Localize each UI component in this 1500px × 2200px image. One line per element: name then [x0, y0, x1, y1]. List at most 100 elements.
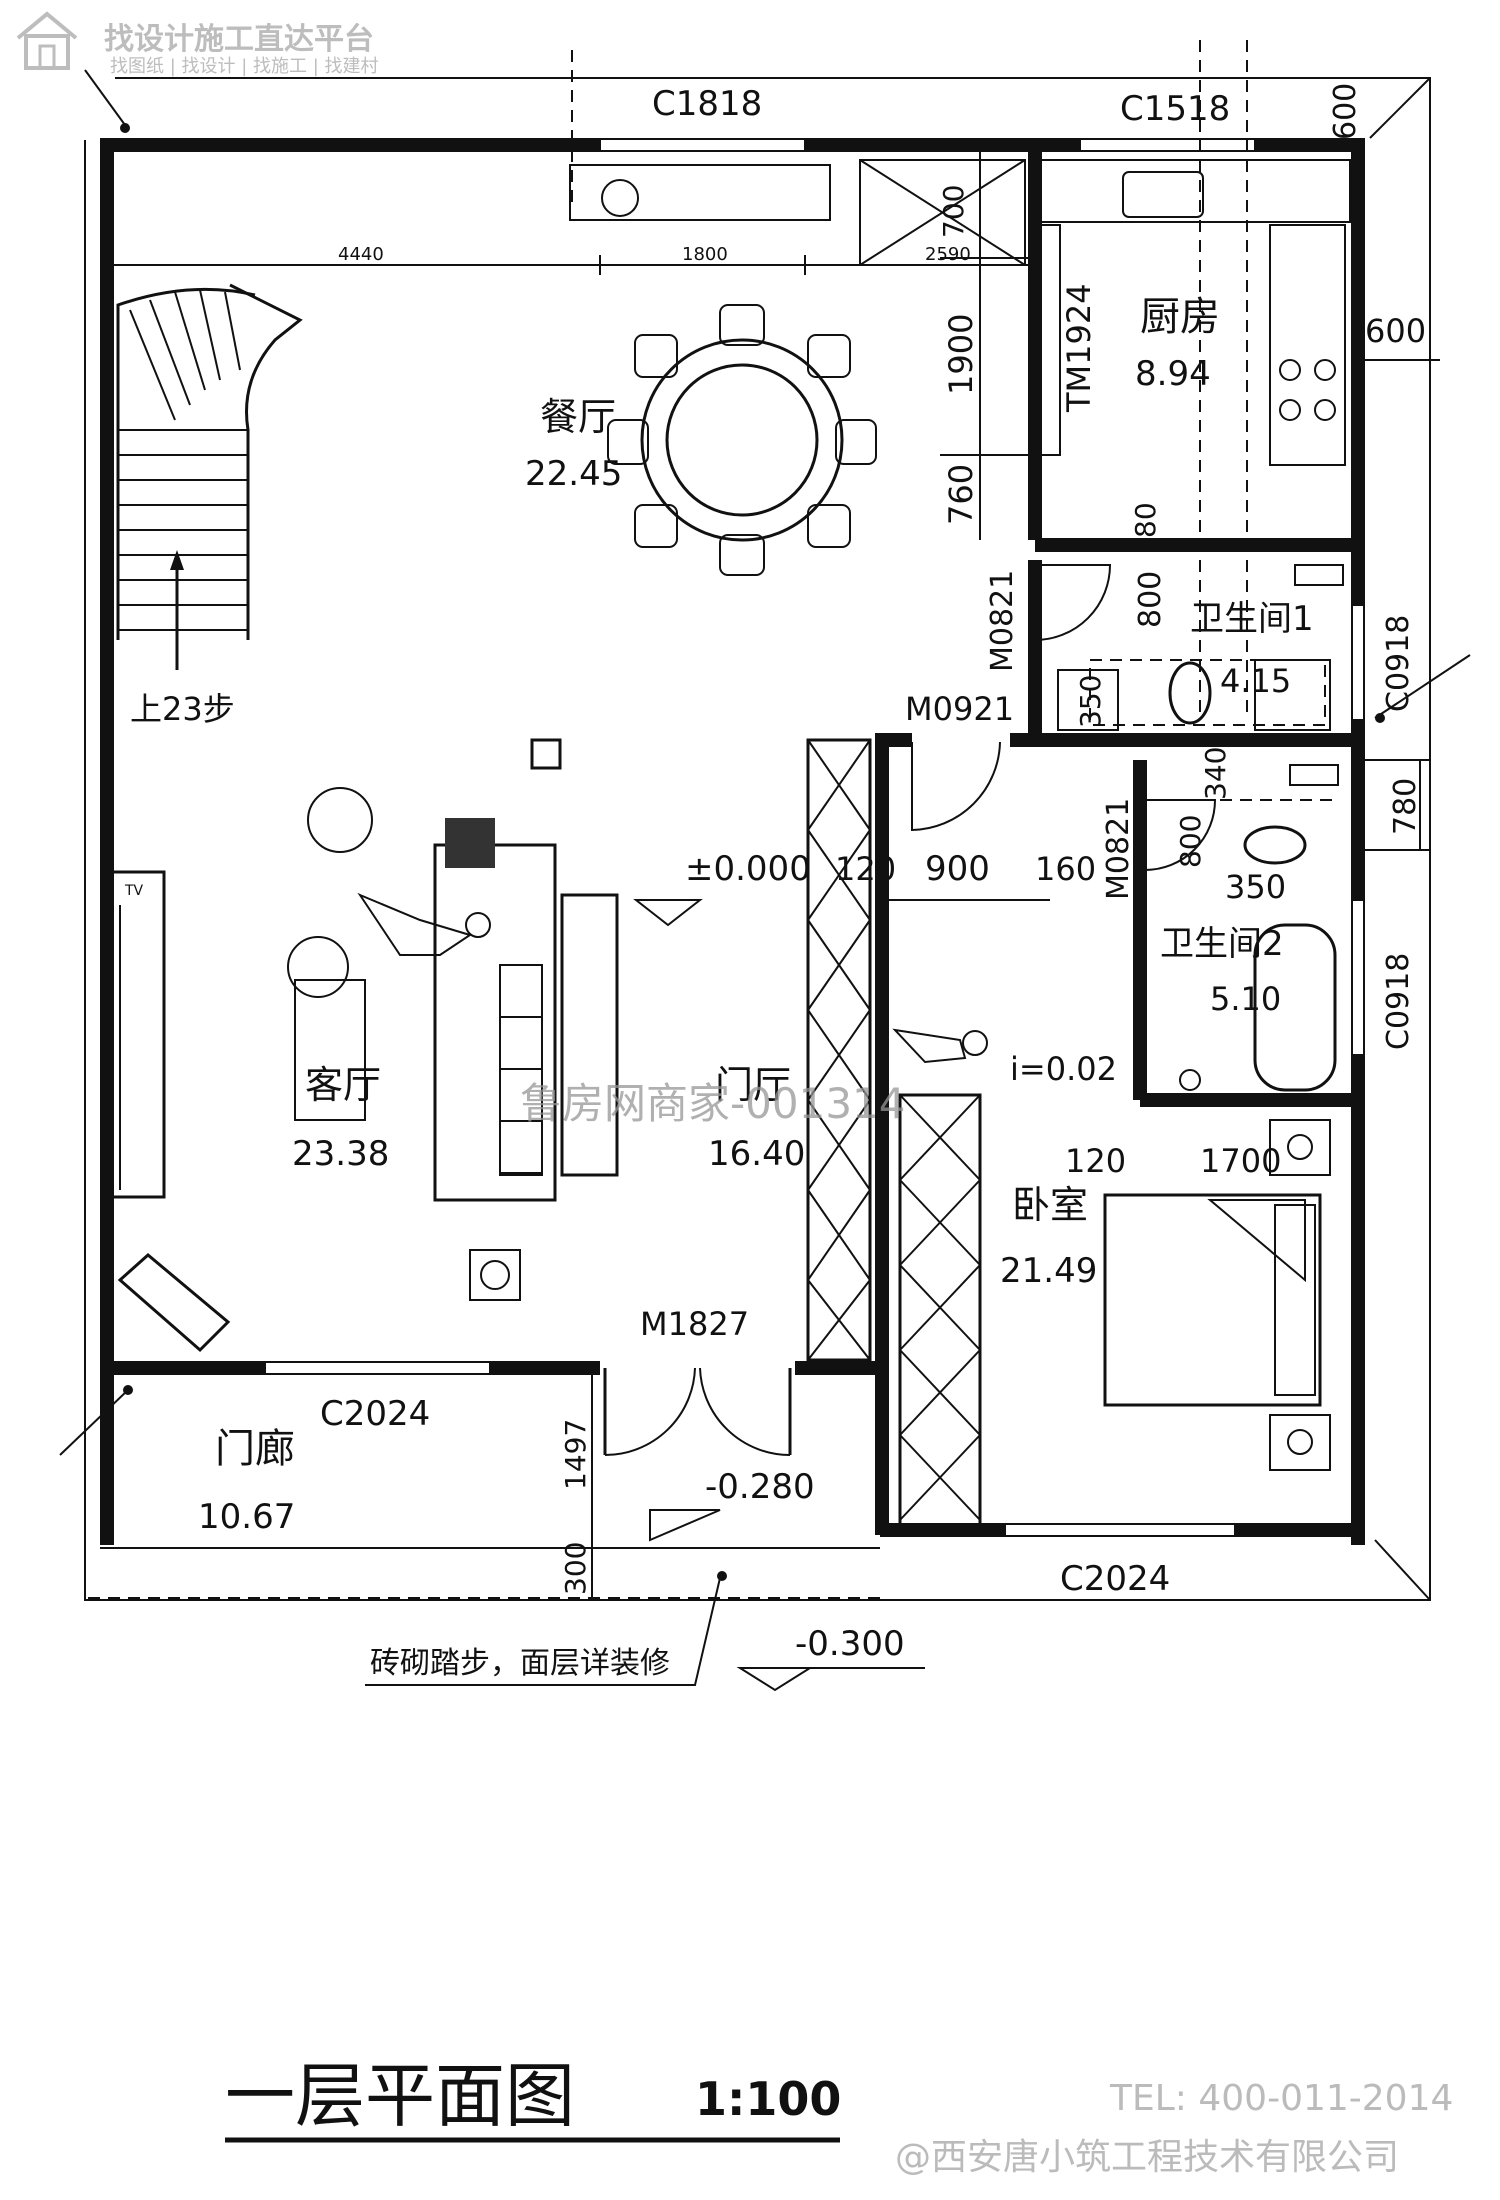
corner-dot-r — [1375, 713, 1385, 723]
dim-160: 160 — [1035, 850, 1096, 888]
dining-table — [607, 304, 877, 576]
window-c2024-porch — [264, 1361, 491, 1375]
room-name-bath1: 卫生间1 — [1190, 599, 1314, 639]
dim-800-a: 800 — [1133, 571, 1168, 628]
tv-label: TV — [124, 883, 144, 899]
label-c2024-bedroom: C2024 — [1060, 1559, 1170, 1599]
column — [530, 738, 562, 770]
room-area-bedroom: 21.49 — [1000, 1251, 1097, 1291]
dim-780: 780 — [1388, 778, 1423, 835]
tv-cabinet — [110, 870, 166, 1199]
dim-80: 80 — [1129, 502, 1162, 538]
label-m0921: M0921 — [905, 690, 1014, 728]
brand-subtitle: 找图纸 | 找设计 | 找施工 | 找建村 — [110, 56, 379, 77]
dim-350-b: 350 — [1225, 868, 1286, 906]
bath2-fixtures — [1179, 764, 1339, 1092]
label-m0821-bath2: M0821 — [1101, 798, 1136, 900]
steps-note: 砖砌踏步，面层详装修 — [370, 1646, 670, 1681]
label-m0821-bath1: M0821 — [985, 570, 1020, 672]
label-c1818: C1818 — [652, 84, 762, 124]
bench-porch — [117, 1253, 231, 1353]
door-swing-m0821-bath2 — [1144, 799, 1217, 871]
room-name-dining: 餐厅 — [540, 395, 616, 439]
staircase — [116, 283, 303, 670]
level-marker-ground — [736, 1667, 814, 1692]
site-diagonal-br — [1374, 1539, 1431, 1601]
dim-1800: 1800 — [682, 244, 728, 265]
door-swing-m0921 — [911, 741, 1001, 832]
site-boundary — [84, 77, 1431, 1601]
dim-800-b: 800 — [1174, 815, 1207, 868]
site-diagonal-r — [1374, 654, 1471, 719]
brand-logo: 找设计施工直达平台 找图纸 | 找设计 | 找施工 | 找建村 — [12, 8, 412, 78]
footer-tel: TEL: 400-011-2014 — [1110, 2078, 1454, 2119]
label-c2024-porch: C2024 — [320, 1394, 430, 1434]
room-area-bath1: 4.15 — [1220, 662, 1291, 700]
foyer-cabinet — [806, 738, 872, 1362]
room-area-porch: 10.67 — [198, 1497, 295, 1537]
dim-300: 300 — [559, 1542, 592, 1595]
label-c0918-upper: C0918 — [1381, 615, 1416, 712]
dim-350-a: 350 — [1074, 675, 1107, 728]
window-c2024-bedroom — [1004, 1523, 1236, 1537]
bath1-fixtures — [1057, 564, 1344, 731]
window-c0918-upper — [1351, 604, 1365, 721]
site-diagonal-tr — [1369, 77, 1431, 139]
plan-scale: 1:100 — [695, 2072, 841, 2126]
room-area-living: 23.38 — [292, 1134, 389, 1174]
footer-company: @西安唐小筑工程技术有限公司 — [895, 2137, 1400, 2178]
room-name-bath2: 卫生间2 — [1160, 924, 1284, 964]
site-diagonal-bl — [59, 1389, 129, 1456]
room-name-bedroom: 卧室 — [1012, 1183, 1088, 1227]
dim-4440: 4440 — [338, 244, 384, 265]
dim-120-a: 120 — [835, 850, 896, 888]
door-swing-m0821-bath1 — [1034, 564, 1112, 641]
window-c1818 — [599, 138, 806, 152]
label-m1827: M1827 — [640, 1305, 749, 1343]
room-name-foyer: 门厅 — [715, 1063, 791, 1107]
entrance-double-door — [603, 1367, 792, 1456]
person-figure-2 — [892, 1028, 988, 1064]
room-area-foyer: 16.40 — [708, 1134, 805, 1174]
axis-dashed-box — [1089, 659, 1326, 726]
level-porch: -0.280 — [705, 1467, 815, 1507]
dim-120-b: 120 — [1065, 1142, 1126, 1180]
dim-340: 340 — [1199, 747, 1232, 800]
label-c0918-lower: C0918 — [1381, 953, 1416, 1050]
label-c1518: C1518 — [1120, 89, 1230, 129]
dim-1700: 1700 — [1200, 1142, 1281, 1180]
room-name-kitchen: 厨房 — [1140, 294, 1220, 340]
corner-dot-tl — [120, 123, 130, 133]
dim-600-right: 600 — [1365, 312, 1426, 350]
plan-title: 一层平面图 — [225, 2055, 575, 2137]
dim-700: 700 — [937, 185, 970, 238]
room-area-dining: 22.45 — [525, 454, 622, 494]
steps-note-leader — [365, 1577, 721, 1686]
dim-1497: 1497 — [559, 1419, 592, 1490]
dim-600-top: 600 — [1328, 83, 1363, 140]
level-ground: -0.300 — [795, 1624, 905, 1664]
level-marker-porch — [649, 1509, 721, 1542]
utility-sink-area — [569, 159, 1026, 266]
room-area-bath2: 5.10 — [1210, 980, 1281, 1018]
site-diagonal-tl — [84, 69, 126, 126]
house-logo-icon — [16, 11, 78, 70]
dim-1900: 1900 — [942, 314, 980, 395]
window-c0918-lower — [1351, 899, 1365, 1056]
kitchen-counter — [1037, 159, 1351, 466]
dim-2590: 2590 — [925, 244, 971, 265]
watermark-text: 鲁房网商家-001314 — [520, 1079, 906, 1128]
slope-label: i=0.02 — [1010, 1050, 1117, 1088]
hall-wardrobe — [898, 1093, 982, 1527]
room-name-porch: 门廊 — [215, 1426, 295, 1472]
dim-760: 760 — [942, 464, 980, 525]
label-tm1924: TM1924 — [1060, 283, 1098, 413]
sofa-set — [287, 787, 619, 1301]
level-main: ±0.000 — [685, 849, 811, 889]
stairs-label: 上23步 — [130, 690, 235, 728]
level-marker-main — [633, 899, 703, 927]
room-name-living: 客厅 — [305, 1063, 381, 1107]
bed — [1103, 1119, 1331, 1471]
room-area-kitchen: 8.94 — [1135, 354, 1211, 394]
